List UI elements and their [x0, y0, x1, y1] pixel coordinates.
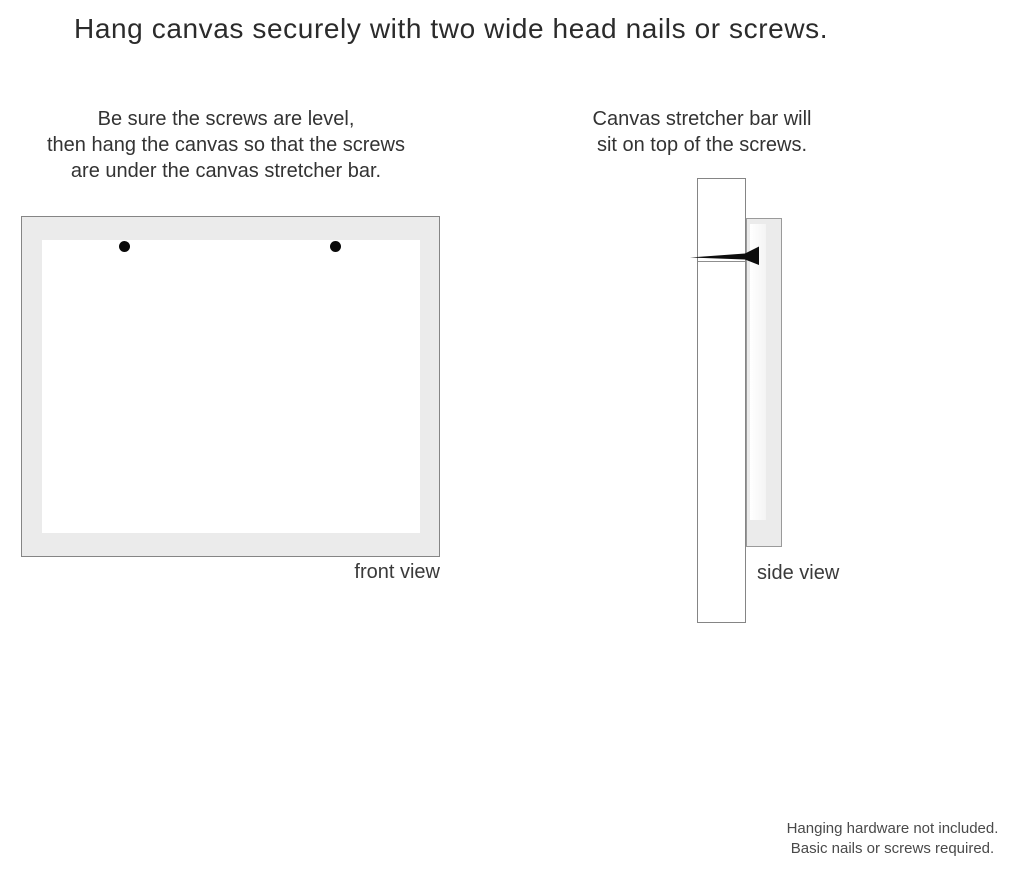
front-view-label: front view: [354, 561, 440, 583]
side-view-canvas-edge-highlight: [750, 224, 766, 520]
nail-head-dot-left-icon: [119, 241, 130, 252]
hardware-note: Hanging hardware not included. Basic nai…: [776, 819, 1009, 858]
front-view-instructions: Be sure the screws are level, then hang …: [25, 106, 427, 184]
side-view-wall-bar: [697, 178, 746, 623]
front-view-canvas-face: [42, 240, 420, 533]
nail-icon: [690, 246, 759, 265]
hardware-note-line: Hanging hardware not included.: [786, 820, 999, 837]
instruction-line: are under the canvas stretcher bar.: [70, 160, 382, 182]
hardware-note-line: Basic nails or screws required.: [790, 839, 995, 857]
page-title: Hang canvas securely with two wide head …: [74, 13, 829, 44]
nail-head-dot-right-icon: [330, 241, 341, 252]
instruction-line: then hang the canvas so that the screws: [47, 134, 405, 156]
side-view-seam-line: [698, 261, 745, 262]
side-view-label: side view: [757, 562, 840, 584]
instruction-line: sit on top of the screws.: [596, 134, 808, 156]
instruction-line: Canvas stretcher bar will: [592, 108, 812, 130]
side-view-instructions: Canvas stretcher bar will sit on top of …: [552, 106, 852, 158]
instruction-line: Be sure the screws are level,: [97, 108, 355, 130]
